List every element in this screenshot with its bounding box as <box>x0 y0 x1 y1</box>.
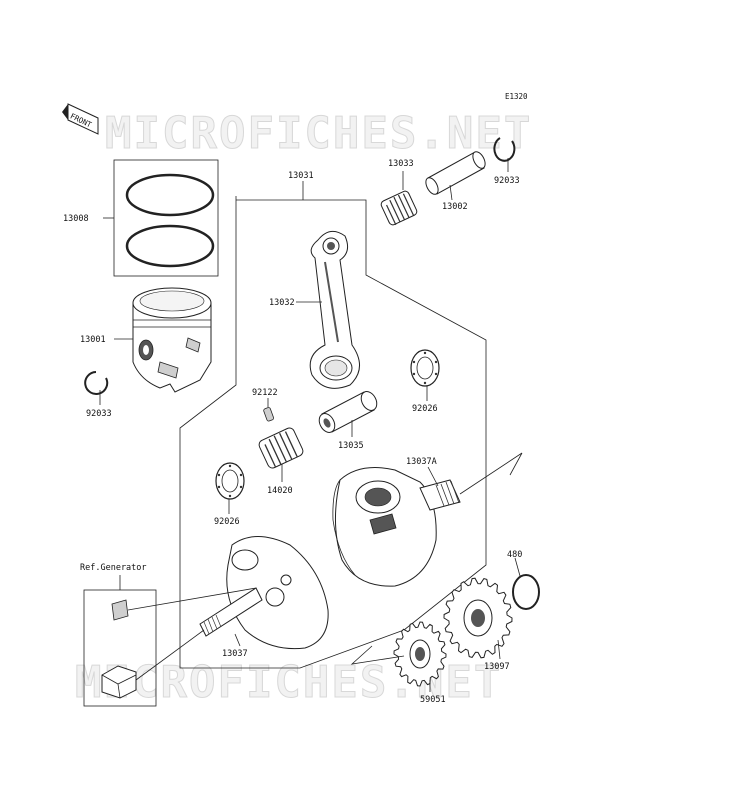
part-label-92026-lower: 92026 <box>214 517 240 527</box>
part-label-14020: 14020 <box>267 486 293 496</box>
assembly-outline <box>179 196 487 669</box>
part-label-92033-left: 92033 <box>86 409 112 419</box>
part-label-13037: 13037 <box>222 649 248 659</box>
part-label-92033-right: 92033 <box>494 176 520 186</box>
pin-key <box>263 398 274 422</box>
part-label-13035: 13035 <box>338 441 364 451</box>
part-label-13037a: 13037A <box>406 457 437 467</box>
watermark-top: MICROFICHES.NET <box>105 108 532 159</box>
needle-bearing-big <box>258 427 304 482</box>
part-label-13097: 13097 <box>484 662 510 672</box>
front-arrow-icon: FRONT <box>62 103 99 135</box>
gear-small <box>350 621 447 692</box>
crank-pin <box>318 391 378 437</box>
part-label-59051: 59051 <box>420 695 446 705</box>
thrust-washer-upper <box>410 349 440 401</box>
part-label-13032: 13032 <box>269 298 295 308</box>
ring-480 <box>512 557 540 610</box>
ref-generator-group <box>83 575 257 707</box>
thrust-washer-lower <box>215 462 245 514</box>
piston <box>132 287 212 393</box>
part-label-13033: 13033 <box>388 159 414 169</box>
part-label-13008: 13008 <box>63 214 89 224</box>
part-label-13031: 13031 <box>288 171 314 181</box>
ref-generator-label: Ref.Generator <box>80 563 147 573</box>
piston-pin <box>425 151 486 201</box>
needle-bearing-small <box>380 171 418 226</box>
piston-rings-group <box>103 159 219 277</box>
diagram-code: E1320 <box>505 92 528 101</box>
circlip-right <box>493 137 516 172</box>
part-label-13002: 13002 <box>442 202 468 212</box>
connecting-rod <box>309 230 360 389</box>
gear-large <box>443 577 513 660</box>
crankshaft-right-half <box>332 452 523 587</box>
part-label-92122: 92122 <box>252 388 278 398</box>
part-label-13001: 13001 <box>80 335 106 345</box>
circlip-left <box>84 371 109 405</box>
part-label-92026-upper: 92026 <box>412 404 438 414</box>
crankshaft-left-half <box>199 536 329 650</box>
part-label-480: 480 <box>507 550 522 560</box>
